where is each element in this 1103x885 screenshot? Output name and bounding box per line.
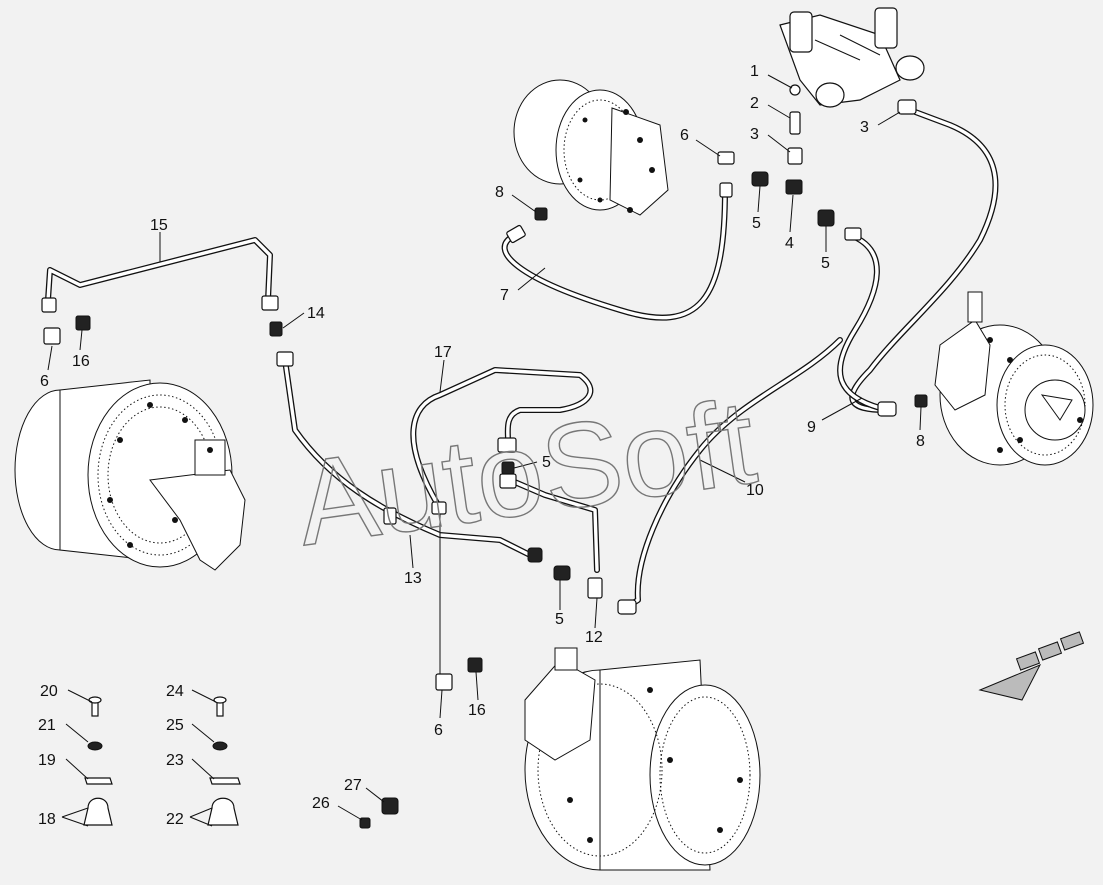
callout-19: 19: [38, 752, 56, 769]
travel-motor-left: [14, 379, 246, 571]
callout-3: 3: [750, 126, 759, 143]
callout-16: 16: [468, 702, 486, 719]
callout-2: 2: [750, 95, 759, 112]
callout-12: 12: [585, 629, 603, 646]
callout-6: 6: [40, 373, 49, 390]
nut-26-27: [359, 797, 399, 829]
pipe-17: [410, 367, 594, 508]
callout-20: 20: [40, 683, 58, 700]
fittings: [41, 84, 928, 691]
callout-5: 5: [821, 255, 830, 272]
watermark-text: AutoSoft: [289, 374, 763, 571]
travel-motor-right: [934, 291, 1094, 466]
pipe-5-mid: [507, 477, 600, 573]
callout-8: 8: [495, 184, 504, 201]
callout-15: 15: [150, 217, 168, 234]
callout-13: 13: [404, 570, 422, 587]
callout-5: 5: [542, 454, 551, 471]
callout-5: 5: [752, 215, 761, 232]
valve-block: [779, 7, 925, 108]
callout-9: 9: [807, 419, 816, 436]
callout-21: 21: [38, 717, 56, 734]
callout-6: 6: [434, 722, 443, 739]
callout-numbers: 1 2 3 3 4 5 5 5 5 6 6 6 7 8 8 9 10 12 13…: [38, 63, 925, 828]
callout-27: 27: [344, 777, 362, 794]
callout-7: 7: [500, 287, 509, 304]
callout-10: 10: [746, 482, 764, 499]
callout-16: 16: [72, 353, 90, 370]
callout-1: 1: [750, 63, 759, 80]
callout-25: 25: [166, 717, 184, 734]
callout-22: 22: [166, 811, 184, 828]
pipe-15: [45, 237, 273, 303]
clamp-assembly-left: [83, 696, 113, 826]
callout-6: 6: [680, 127, 689, 144]
callout-26: 26: [312, 795, 330, 812]
leader-lines: [47, 74, 922, 827]
hose-9: [837, 232, 883, 411]
travel-motor-bottom: [524, 647, 761, 871]
callout-5: 5: [555, 611, 564, 628]
pipe-13: [282, 357, 533, 558]
callout-14: 14: [307, 305, 325, 322]
callout-8: 8: [916, 433, 925, 450]
hose-10: [622, 337, 843, 611]
hose-7: [501, 187, 728, 321]
callout-4: 4: [785, 235, 794, 252]
callout-23: 23: [166, 752, 184, 769]
clamp-assembly-right: [207, 696, 241, 826]
callout-17: 17: [434, 344, 452, 361]
direction-arrow-icon: [978, 631, 1085, 701]
callout-18: 18: [38, 811, 56, 828]
callout-3: 3: [860, 119, 869, 136]
travel-motor-top: [513, 79, 669, 216]
callout-24: 24: [166, 683, 184, 700]
